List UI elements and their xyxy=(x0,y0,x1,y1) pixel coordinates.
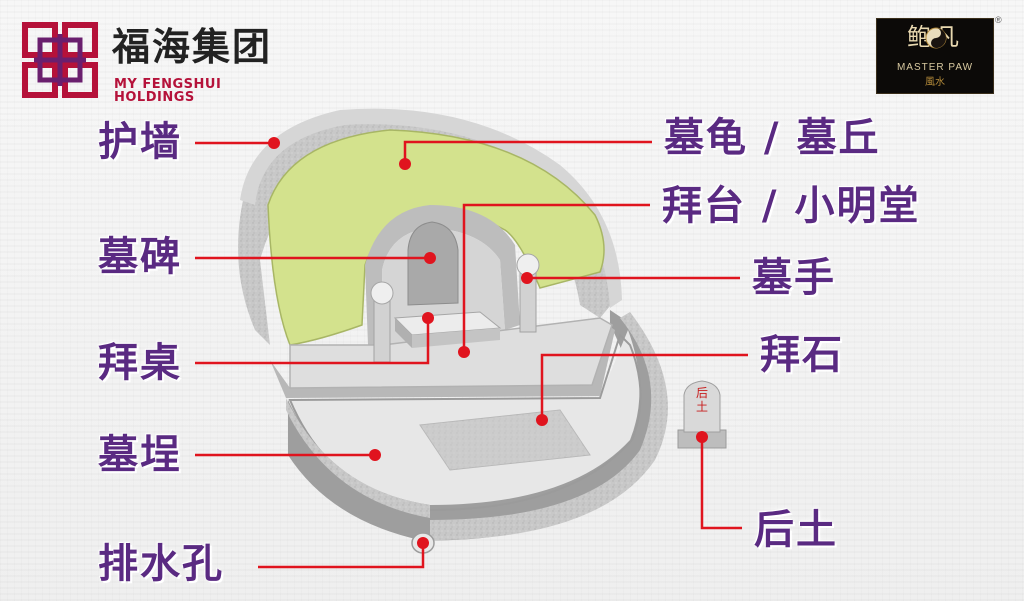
master-subtitle: 風水 xyxy=(925,77,945,88)
leader-dots xyxy=(268,137,708,549)
leader-baitai xyxy=(462,203,650,352)
brand-logo: 福海集团 MY FENGSHUI HOLDINGS xyxy=(20,20,300,104)
label-huqiang: 护墙 xyxy=(98,119,182,165)
leader-lines xyxy=(195,140,748,569)
mubei-stone xyxy=(407,221,459,306)
label-paishuikong: 排水孔 xyxy=(98,541,224,587)
leader-baishi xyxy=(540,353,748,420)
label-houtu: 后土 xyxy=(754,507,838,553)
baizhuo-table xyxy=(393,311,502,348)
mucheng-floor xyxy=(286,310,668,541)
label-mucheng: 墓埕 xyxy=(98,432,182,478)
master-name-en: MASTER PAW xyxy=(896,62,974,73)
leader-paishuikong xyxy=(258,543,425,569)
label-mubei: 墓碑 xyxy=(98,234,182,280)
registered-icon: ® xyxy=(995,15,1002,25)
houtu-marker-text: 后土 xyxy=(696,386,708,414)
mugui-mound xyxy=(267,129,605,346)
master-logo: 鲍凡 MASTER PAW 風水 xyxy=(876,18,994,94)
leader-baizhuo xyxy=(195,318,430,365)
leader-houtu xyxy=(700,437,742,530)
brand-knot-icon xyxy=(22,22,98,98)
label-mugui: 墓龟 / 墓丘 xyxy=(664,115,881,161)
brand-name-en: MY FENGSHUI HOLDINGS xyxy=(114,77,222,105)
leader-mugui xyxy=(403,140,652,164)
label-baishi: 拜石 xyxy=(760,332,844,378)
label-baitai: 拜台 / 小明堂 xyxy=(662,183,921,229)
yin-yang-icon xyxy=(925,27,947,49)
mushou-pillars xyxy=(370,253,540,363)
baitai-platform xyxy=(289,317,613,389)
brand-name-cn: 福海集团 xyxy=(112,25,273,69)
label-baizhuo: 拜桌 xyxy=(98,340,182,386)
label-mushou: 墓手 xyxy=(752,255,836,301)
